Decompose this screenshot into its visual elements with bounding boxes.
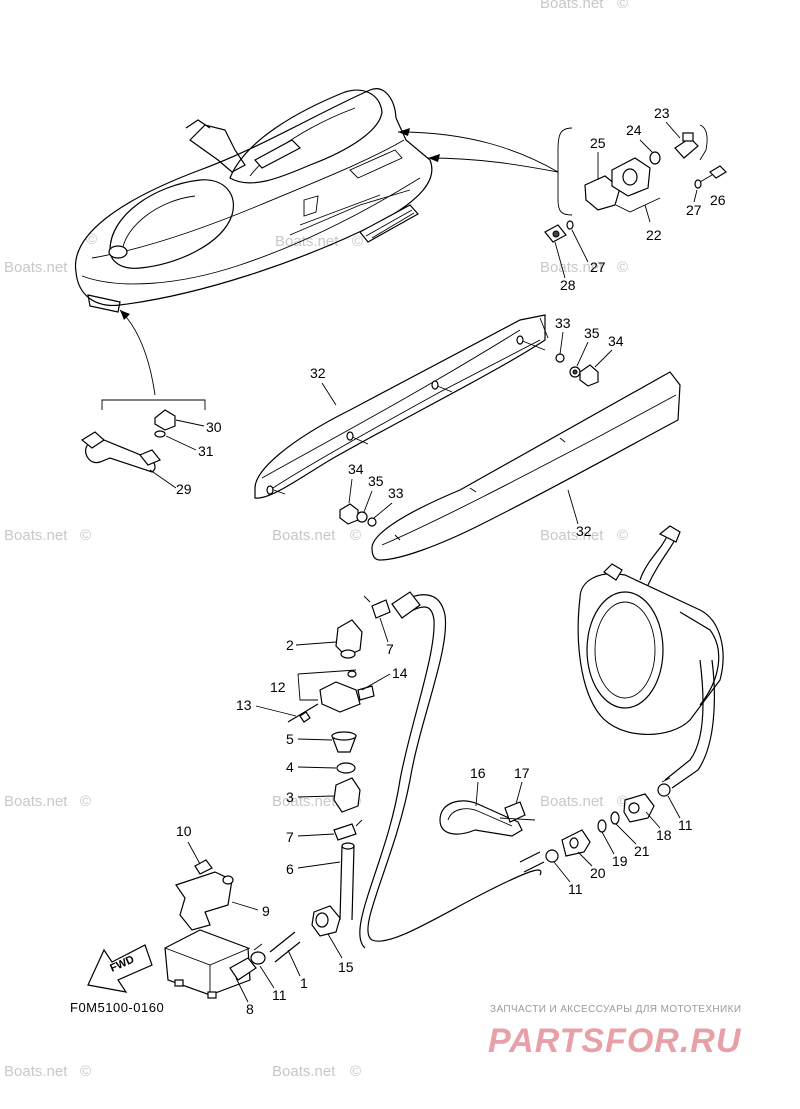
svg-text:Boats.net: Boats.net — [272, 527, 336, 544]
callout-25: 25 — [590, 135, 606, 151]
svg-text:Boats.net: Boats.net — [540, 793, 604, 810]
callout-22: 22 — [646, 227, 662, 243]
svg-text:Boats.net: Boats.net — [4, 527, 68, 544]
callout-35a: 35 — [584, 325, 600, 341]
callout-21: 21 — [634, 843, 650, 859]
svg-text:©: © — [350, 527, 361, 544]
callout-9: 9 — [262, 903, 270, 919]
watermark: Boats.net © — [540, 793, 628, 810]
callout-27b: 27 — [590, 259, 606, 275]
callout-18: 18 — [656, 827, 672, 843]
callout-20: 20 — [590, 865, 606, 881]
svg-text:Boats.net: Boats.net — [540, 259, 604, 276]
callout-19: 19 — [612, 853, 628, 869]
watermark: Boats.net © — [4, 527, 91, 544]
callout-26: 26 — [710, 192, 726, 208]
callout-7a: 7 — [386, 641, 394, 657]
watercraft-illustration — [74, 88, 433, 313]
callout-17: 17 — [514, 765, 530, 781]
svg-text:©: © — [350, 1063, 361, 1080]
callout-14: 14 — [392, 665, 408, 681]
svg-text:©: © — [617, 793, 628, 810]
svg-text:©: © — [80, 1063, 91, 1080]
callout-10: 10 — [176, 823, 192, 839]
drain-plug-assembly — [544, 124, 727, 243]
sponson-assembly — [254, 314, 681, 561]
callout-27a: 27 — [686, 202, 702, 218]
nozzle-bracket-assembly — [80, 399, 206, 473]
callouts: 23 24 25 26 27 22 27 28 33 35 34 32 34 3… — [149, 105, 726, 1017]
watermark: Boats.net © — [4, 793, 91, 810]
diagram-code: F0M5100-0160 — [70, 1000, 164, 1015]
callout-33b: 33 — [388, 485, 404, 501]
svg-text:Boats.net: Boats.net — [540, 0, 604, 12]
callout-11b: 11 — [678, 817, 693, 833]
footer-tagline: ЗАПЧАСТИ И АКСЕССУАРЫ ДЛЯ МОТОТЕХНИКИ — [490, 1004, 741, 1015]
callout-11c: 11 — [568, 881, 583, 897]
callout-33a: 33 — [555, 315, 571, 331]
watermarks: Boats.net © Boats.net © Boats.net © Boats.n… — [4, 0, 628, 1080]
callout-8: 8 — [246, 1001, 254, 1017]
callout-11a: 11 — [272, 987, 287, 1003]
callout-4: 4 — [286, 759, 294, 775]
fwd-arrow: FWD — [87, 944, 153, 993]
callout-32b: 32 — [576, 523, 592, 539]
callout-3: 3 — [286, 789, 294, 805]
callout-13: 13 — [236, 697, 252, 713]
watermark: Boats.net © — [540, 527, 628, 544]
jet-pump-housing — [577, 525, 724, 789]
callout-7b: 7 — [286, 829, 294, 845]
svg-text:©: © — [352, 233, 363, 250]
callout-31: 31 — [198, 443, 214, 459]
watermark: Boats.net © — [540, 259, 628, 276]
callout-32a: 32 — [310, 365, 326, 381]
svg-text:©: © — [86, 231, 97, 248]
watermark: Boats.net © — [540, 0, 628, 12]
svg-text:©: © — [617, 0, 628, 12]
callout-34a: 34 — [608, 333, 624, 349]
watermark: Boats.net © — [4, 231, 97, 276]
watermark: Boats.net © — [275, 233, 363, 250]
callout-24: 24 — [626, 122, 642, 138]
svg-text:©: © — [617, 527, 628, 544]
callout-28: 28 — [560, 277, 576, 293]
callout-35b: 35 — [368, 473, 384, 489]
svg-text:©: © — [617, 259, 628, 276]
callout-29: 29 — [176, 481, 192, 497]
svg-text:Boats.net: Boats.net — [4, 1063, 68, 1080]
svg-text:©: © — [80, 793, 91, 810]
callout-2: 2 — [286, 637, 294, 653]
callout-5: 5 — [286, 731, 294, 747]
svg-text:Boats.net: Boats.net — [275, 233, 339, 250]
callout-12: 12 — [270, 679, 286, 695]
partsfor-logo: PARTSFOR.RU — [488, 1022, 742, 1060]
callout-16: 16 — [470, 765, 486, 781]
svg-text:Boats.net: Boats.net — [4, 259, 68, 276]
callout-15: 15 — [338, 959, 354, 975]
svg-text:Boats.net: Boats.net — [540, 527, 604, 544]
svg-text:Boats.net: Boats.net — [272, 1063, 336, 1080]
cooling-hose-assembly — [164, 591, 671, 999]
svg-text:©: © — [80, 527, 91, 544]
svg-text:Boats.net: Boats.net — [4, 793, 68, 810]
watermark: Boats.net © — [272, 527, 361, 544]
watermark: Boats.net © — [4, 1063, 91, 1080]
callout-30: 30 — [206, 419, 222, 435]
callout-6: 6 — [286, 861, 294, 877]
callout-34b: 34 — [348, 461, 364, 477]
callout-23: 23 — [654, 105, 670, 121]
svg-text:Boats.net: Boats.net — [272, 793, 336, 810]
leader-lines — [119, 128, 559, 396]
callout-1: 1 — [300, 975, 308, 991]
watermark: Boats.net © — [272, 1063, 361, 1080]
